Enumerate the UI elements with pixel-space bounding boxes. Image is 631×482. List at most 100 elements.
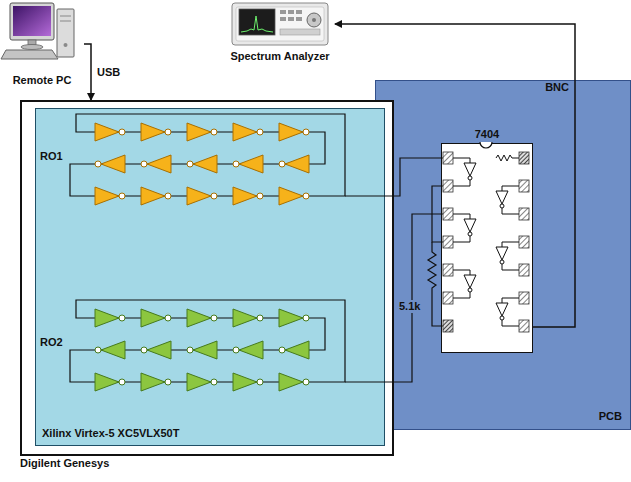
- inverter-symbol: [187, 309, 211, 327]
- chip-pin: [519, 320, 529, 332]
- inverter-bubble: [257, 379, 263, 385]
- inverter-bubble: [257, 315, 263, 321]
- chip-pin: [519, 292, 529, 304]
- inverter-bubble: [141, 347, 147, 353]
- chip-pin: [443, 292, 453, 304]
- inverter-bubble: [303, 129, 309, 135]
- generated-figures: [70, 114, 529, 391]
- chip-gate-bubble: [500, 316, 504, 320]
- chip-pin: [443, 264, 453, 276]
- inverter-bubble: [95, 347, 101, 353]
- inverter-bubble: [141, 161, 147, 167]
- inverter-bubble: [257, 193, 263, 199]
- computer-icon: [1, 3, 74, 59]
- inverter-bubble: [165, 379, 171, 385]
- inverter-bubble: [279, 347, 285, 353]
- inverter-symbol: [285, 341, 309, 359]
- ring-oscillator-name: RO2: [40, 336, 63, 349]
- ring-wire: [70, 300, 345, 382]
- ro1-output-wire: [345, 158, 443, 196]
- inverter-symbol: [279, 373, 303, 391]
- inverter-bubble: [211, 129, 217, 135]
- inverter-symbol: [233, 373, 257, 391]
- inverter-bubble: [303, 193, 309, 199]
- spectrum-analyzer-icon: [232, 3, 328, 45]
- inverter-symbol: [141, 123, 165, 141]
- resistor-symbol: [428, 242, 443, 326]
- inverter-bubble: [119, 193, 125, 199]
- inverter-bubble: [233, 161, 239, 167]
- node-label: Xilinx Virtex-5 XC5VLX50T: [42, 427, 179, 440]
- inverter-symbol: [279, 123, 303, 141]
- inverter-symbol: [187, 187, 211, 205]
- chip-gate-bubble: [500, 260, 504, 264]
- pcb-wires: [345, 158, 443, 382]
- inverter-symbol: [239, 155, 263, 173]
- ro2-output-wire: [345, 214, 443, 382]
- chip-gate-bubble: [500, 204, 504, 208]
- chip-pin: [443, 208, 453, 220]
- inverter-symbol: [279, 309, 303, 327]
- inverter-bubble: [165, 193, 171, 199]
- inverter-symbol: [187, 123, 211, 141]
- inverter-bubble: [211, 379, 217, 385]
- signal-label: USB: [97, 66, 120, 79]
- chip-gate-bubble: [468, 176, 472, 180]
- chip-gate: [496, 191, 508, 204]
- inverter-bubble: [119, 129, 125, 135]
- inverter-symbol: [141, 373, 165, 391]
- connector-arrow: [84, 44, 91, 100]
- ring-oscillator-name: RO1: [40, 150, 63, 163]
- inverter-symbol: [285, 155, 309, 173]
- chip-pin: [519, 236, 529, 248]
- output-join-wire: [432, 186, 443, 242]
- chip-gate-wire: [502, 186, 519, 214]
- inverter-symbol: [95, 187, 119, 205]
- inverter-symbol: [147, 155, 171, 173]
- node-label: 7404: [475, 128, 499, 141]
- inverter-bubble: [279, 161, 285, 167]
- inverter-symbol: [101, 341, 125, 359]
- connector-arrow: [335, 24, 575, 327]
- chip-gate-bubble: [468, 288, 472, 292]
- chip-gate: [496, 247, 508, 260]
- chip-gate: [464, 163, 476, 176]
- inverter-bubble: [165, 129, 171, 135]
- signal-label: BNC: [545, 81, 569, 94]
- chip-notch: [480, 142, 492, 148]
- inverter-symbol: [193, 341, 217, 359]
- chip-gate-bubble: [468, 232, 472, 236]
- inverter-symbol: [141, 187, 165, 205]
- node-label: Spectrum Analyzer: [230, 50, 329, 63]
- inverter-symbol: [101, 155, 125, 173]
- resistor-value: 5.1k: [398, 300, 421, 313]
- inverter-symbol: [95, 123, 119, 141]
- inverter-bubble: [233, 347, 239, 353]
- inverter-bubble: [95, 161, 101, 167]
- inverter-symbol: [279, 187, 303, 205]
- inverter-bubble: [303, 315, 309, 321]
- inverter-symbol: [141, 309, 165, 327]
- inverter-bubble: [257, 129, 263, 135]
- inverter-bubble: [119, 379, 125, 385]
- inverter-symbol: [95, 309, 119, 327]
- inverter-symbol: [233, 187, 257, 205]
- chip-resistor: [496, 155, 519, 161]
- inverter-symbol: [233, 123, 257, 141]
- inverter-bubble: [303, 379, 309, 385]
- node-label: PCB: [599, 410, 622, 423]
- inverter-symbol: [187, 373, 211, 391]
- node-label: Remote PC: [13, 74, 72, 87]
- chip-pin: [443, 152, 453, 164]
- chip-pin: [443, 236, 453, 248]
- chip-gate: [464, 275, 476, 288]
- chip-gate: [496, 303, 508, 316]
- chip-gate-wire: [502, 298, 519, 326]
- inverter-bubble: [165, 315, 171, 321]
- chip-gate-wire: [502, 242, 519, 270]
- chip-pin: [443, 180, 453, 192]
- chip-pin: [519, 180, 529, 192]
- inverter-bubble: [119, 315, 125, 321]
